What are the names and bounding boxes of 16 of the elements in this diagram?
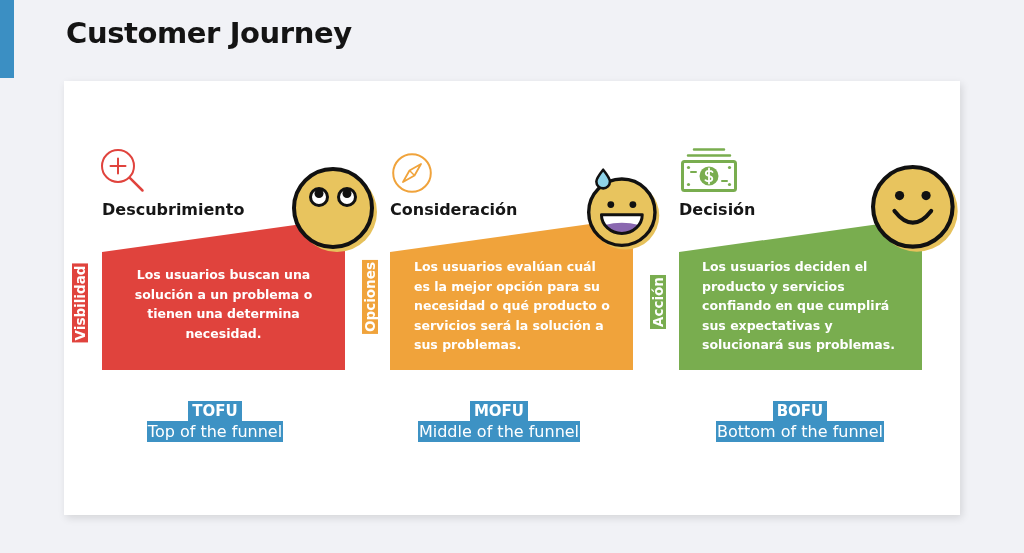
stage-description: Los usuarios deciden el producto y servicios confiando en que cumplirá sus expectativas y solucionará sus problemas. <box>701 258 896 354</box>
vertical-label: Visbilidad <box>72 263 88 343</box>
funnel-stage-name: Bottom of the funnel <box>716 421 884 442</box>
vertical-label: Acción <box>650 275 666 329</box>
funnel-stage-name: Top of the funnel <box>146 421 284 442</box>
funnel-stage-name: Middle of the funnel <box>417 421 581 442</box>
stage-description: Los usuarios evalúan cuál es la mejor opción para su necesidad o qué producto o servicios será la solución a sus problemas. <box>413 258 611 354</box>
stage-heading: Consideración <box>390 199 518 221</box>
funnel-stage-code: BOFU <box>772 401 828 421</box>
page-title: Customer Journey <box>66 15 352 52</box>
funnel-stage-code: MOFU <box>469 401 529 421</box>
stage-description: Los usuarios buscan una solución a un problema o tienen una determina necesidad. <box>133 266 314 343</box>
funnel-stage-code: TOFU <box>188 401 242 421</box>
vertical-label: Opciones <box>362 260 378 334</box>
stage-heading: Decisión <box>679 199 756 221</box>
stage-heading: Descubrimiento <box>102 199 245 221</box>
